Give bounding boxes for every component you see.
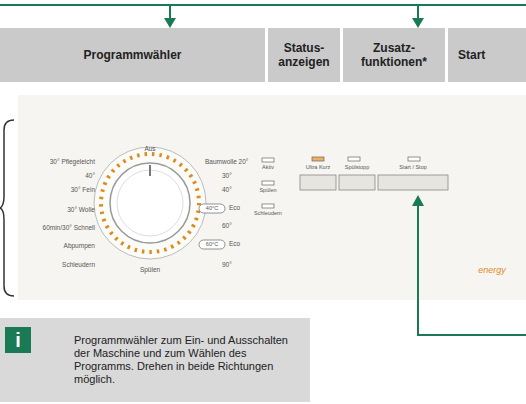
program-label: 30° Pflegeleicht xyxy=(50,159,95,166)
leader-line xyxy=(169,5,171,20)
program-label: Spülen xyxy=(140,267,160,274)
button-led xyxy=(312,157,324,161)
program-label: Eco xyxy=(229,241,240,248)
brand-label: energy xyxy=(478,266,506,275)
status-led xyxy=(262,158,274,162)
dial-ticks xyxy=(101,154,199,252)
program-label: Eco xyxy=(229,205,240,212)
button-led xyxy=(408,157,420,161)
status-led xyxy=(262,181,274,185)
button-label: Spülstopp xyxy=(345,165,369,171)
leader-line xyxy=(418,205,526,335)
push-button xyxy=(339,175,375,190)
arrow-head xyxy=(164,18,176,28)
eco-badge xyxy=(199,204,225,213)
program-label: 60min/30° Schnell xyxy=(43,225,95,232)
button-led xyxy=(348,157,360,161)
push-button xyxy=(378,175,448,190)
info-text: Programmwähler zum Ein- und Ausschalten … xyxy=(74,334,304,387)
program-label: 30° xyxy=(222,173,232,180)
program-label: Schleudern xyxy=(62,262,95,269)
status-label: Spülen xyxy=(259,188,276,194)
status-label: Aktiv xyxy=(262,165,274,171)
info-box: Programmwähler zum Ein- und Ausschalten … xyxy=(0,318,310,402)
header-band: Status- anzeigen xyxy=(268,28,340,82)
dial-knob xyxy=(110,163,190,243)
header-band: Zusatz- funktionen* xyxy=(343,28,445,82)
button-label: Start / Stop xyxy=(399,165,427,171)
header-band: Programmwähler xyxy=(0,28,265,82)
dial-knob-inner xyxy=(117,170,183,236)
header-text: Programmwähler xyxy=(83,48,181,62)
push-button xyxy=(300,175,336,190)
program-label: 30° Fein xyxy=(71,187,95,194)
program-label: 60° xyxy=(222,223,232,230)
eco-badge-text: 60°C xyxy=(206,242,218,248)
header-band: Start xyxy=(448,28,526,82)
status-label: Schleudern xyxy=(254,211,282,217)
info-icon: i xyxy=(5,327,31,353)
program-label: Abpumpen xyxy=(64,243,95,250)
dial-ring xyxy=(94,147,206,259)
program-label: 40° xyxy=(85,173,95,180)
eco-badge xyxy=(199,240,225,249)
eco-badge-text: 40°C xyxy=(206,206,218,212)
dial-position: Aus xyxy=(144,146,155,153)
program-label: Baumwolle 20° xyxy=(205,159,248,166)
button-label: Ultra Kurz xyxy=(306,165,330,171)
program-label: 40° xyxy=(222,187,232,194)
panel-ground xyxy=(18,95,526,300)
arrow-head xyxy=(412,18,424,28)
leader-line xyxy=(0,4,526,6)
program-label: 90° xyxy=(222,262,232,269)
status-led xyxy=(262,204,274,208)
arrow-head xyxy=(412,195,424,206)
header-text: Zusatz- funktionen* xyxy=(347,41,441,70)
header-text: Start xyxy=(458,48,485,62)
bracket xyxy=(0,120,14,296)
leader-line xyxy=(417,5,419,20)
header-text: Status- anzeigen xyxy=(272,41,336,70)
dial-pointer xyxy=(149,165,151,176)
program-label: 30° Wolle xyxy=(67,207,95,214)
